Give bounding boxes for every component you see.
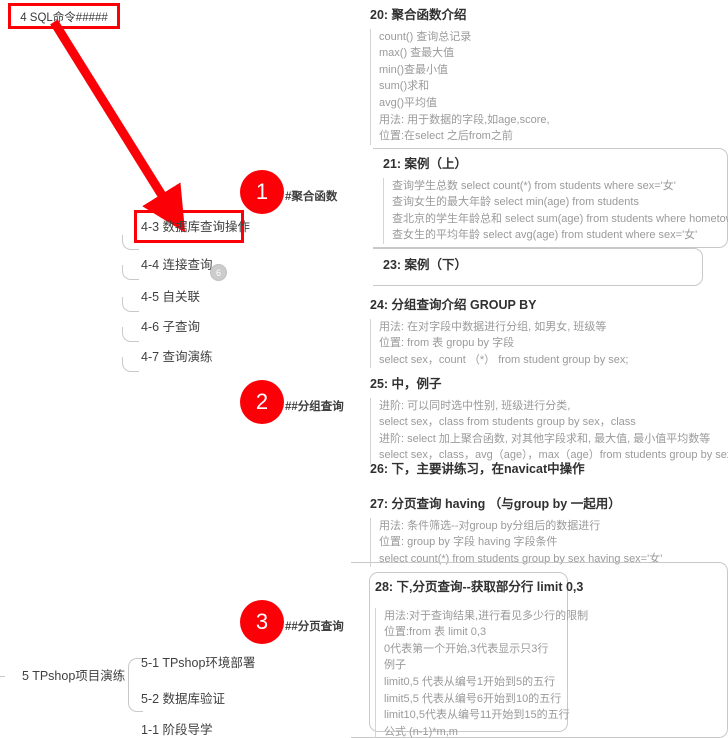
topic-23-box <box>373 248 703 286</box>
sidebar-item-4-3[interactable]: 4-3 数据库查询操作 <box>141 220 251 234</box>
topic-21-line: 查女生的平均年龄 select avg(age) from student wh… <box>392 229 698 242</box>
bottom-children-bracket <box>128 658 143 712</box>
sidebar-item-4-6[interactable]: 4-6 子查询 <box>141 320 201 334</box>
topic-27-title: 27: 分页查询 having （与group by 一起用） <box>370 497 621 511</box>
topic-28-body: 用法:对于查询结果,进行看见多少行的限制 位置:from 表 limit 0,3… <box>375 607 589 738</box>
topic-21-line: 查北京的学生年龄总和 select sum(age) from students… <box>392 212 728 225</box>
sidebar-trunk <box>0 18 1 168</box>
sidebar-item-4-7[interactable]: 4-7 查询演练 <box>141 350 213 364</box>
topic-27-line: select count(*) from students group by s… <box>379 552 663 565</box>
topic-21-line: 查询学生总数 select count(*) from students whe… <box>392 179 676 192</box>
topic-24[interactable]: 24: 分组查询介绍 GROUP BY 用法: 在对字段中数据进行分组, 如男女… <box>370 298 629 369</box>
bottom-child-5-1[interactable]: 5-1 TPshop环境部署 <box>141 656 256 670</box>
bottom-project-corner-left <box>0 676 5 693</box>
branch-label-1[interactable]: #聚合函数 <box>285 191 338 203</box>
topic-20-line: 用法: 用于数据的字段,如age,score, <box>379 113 550 126</box>
sidebar-item-4-4[interactable]: 4-4 连接查询 <box>141 258 213 272</box>
branch-spine <box>0 173 1 738</box>
topic-21-title: 21: 案例（上） <box>383 157 468 171</box>
bottom-child-5-2[interactable]: 5-2 数据库验证 <box>141 692 226 706</box>
topic-27[interactable]: 27: 分页查询 having （与group by 一起用） 用法: 条件筛选… <box>370 497 663 568</box>
topic-26[interactable]: 26: 下，主要讲练习，在navicat中操作 <box>370 462 585 483</box>
topic-28-line: 用法:对于查询结果,进行看见多少行的限制 <box>384 609 589 622</box>
topic-25-line: 进阶: 可以同时选中性别, 班级进行分类, <box>379 399 571 412</box>
topic-25-body: 进阶: 可以同时选中性别, 班级进行分类, select sex，class f… <box>370 397 728 464</box>
topic-21[interactable]: 21: 案例（上） 查询学生总数 select count(*) from st… <box>383 157 728 244</box>
sidebar-corner-4-7 <box>122 357 139 372</box>
topic-24-line: select sex，count （*） from student group … <box>379 353 629 366</box>
topic-28-line: 例子 <box>384 659 406 672</box>
topic-28-title: 28: 下,分页查询--获取部分行 limit 0,3 <box>375 580 584 594</box>
branch-label-3[interactable]: ##分页查询 <box>285 621 344 633</box>
branch-label-2[interactable]: ##分组查询 <box>285 401 344 413</box>
collapse-toggle-4-4[interactable]: 6 <box>210 264 227 281</box>
topic-26-title: 26: 下，主要讲练习，在navicat中操作 <box>370 462 585 476</box>
topic-21-body: 查询学生总数 select count(*) from students whe… <box>383 177 728 244</box>
topic-24-line: 位置: from 表 gropu by 字段 <box>379 337 515 350</box>
topic-20-body: count() 查询总记录 max() 查最大值 min()查最小值 sum()… <box>370 28 550 145</box>
topic-20-line: sum()求和 <box>379 80 430 93</box>
topic-27-body: 用法: 条件筛选--对group by分组后的数据进行 位置: group by… <box>370 517 663 568</box>
bottom-node-project[interactable]: 5 TPshop项目演练 <box>22 669 126 683</box>
annotation-badge-3: 3 <box>240 600 284 644</box>
sidebar-corner-4-4 <box>122 265 139 280</box>
root-spine <box>0 0 1 18</box>
sidebar-corner-4-5 <box>122 297 139 312</box>
topic-20-line: 位置:在select 之后from之前 <box>379 130 513 143</box>
annotation-badge-1: 1 <box>240 170 284 214</box>
topic-28-line: limit5,5 代表从编号6开始到10的五行 <box>384 692 562 705</box>
sidebar-item-highlight <box>134 210 244 243</box>
topic-20-line: avg()平均值 <box>379 97 438 109</box>
topic-25[interactable]: 25: 中，例子 进阶: 可以同时选中性别, 班级进行分类, select se… <box>370 377 728 464</box>
topic-20-title: 20: 聚合函数介绍 <box>370 8 467 22</box>
topic-28-line: 0代表第一个开始,3代表显示只3行 <box>384 642 549 655</box>
topic-25-line: 进阶: select 加上聚合函数, 对其他字段求和, 最大值, 最小值平均数等 <box>379 432 711 445</box>
topic-28-line: 位置:from 表 limit 0,3 <box>384 626 487 639</box>
topic-20-line: min()查最小值 <box>379 63 449 76</box>
bottom-node-extra[interactable]: 1-1 阶段导学 <box>141 723 213 737</box>
annotation-badge-2: 2 <box>240 380 284 424</box>
root-title-label[interactable]: 4 SQL命令##### <box>20 12 108 24</box>
topic-25-title: 25: 中，例子 <box>370 377 442 391</box>
topic-27-line: 位置: group by 字段 having 字段条件 <box>379 536 558 549</box>
sidebar-item-4-5[interactable]: 4-5 自关联 <box>141 290 201 304</box>
topic-21-line: 查询女生的最大年龄 select min(age) from students <box>392 196 639 209</box>
topic-24-line: 用法: 在对字段中数据进行分组, 如男女, 班级等 <box>379 320 607 333</box>
topic-25-line: select sex，class from students group by … <box>379 416 636 429</box>
topic-28-line: limit0,5 代表从编号1开始到5的五行 <box>384 676 556 688</box>
topic-20-line: count() 查询总记录 <box>379 30 472 43</box>
topic-24-body: 用法: 在对字段中数据进行分组, 如男女, 班级等 位置: from 表 gro… <box>370 318 629 369</box>
sidebar-corner-4-6 <box>122 327 139 342</box>
topic-28-inner-box <box>369 572 568 732</box>
topic-28[interactable]: 28: 下,分页查询--获取部分行 limit 0,3 用法:对于查询结果,进行… <box>375 580 588 738</box>
topic-25-line: select sex，class，avg（age），max（age）from s… <box>379 449 728 462</box>
topic-24-title: 24: 分组查询介绍 GROUP BY <box>370 298 537 312</box>
topic-20-line: max() 查最大值 <box>379 47 455 60</box>
topic-23[interactable]: 23: 案例（下） <box>383 258 467 279</box>
sidebar-corner-4-3 <box>122 235 139 250</box>
topic-20[interactable]: 20: 聚合函数介绍 count() 查询总记录 max() 查最大值 min(… <box>370 8 550 145</box>
topic-28-line: 公式 (n-1)*m,m <box>384 725 458 738</box>
topic-27-line: 用法: 条件筛选--对group by分组后的数据进行 <box>379 519 601 532</box>
topic-28-line: limit10,5代表从编号11开始到15的五行 <box>384 709 570 722</box>
sidebar-underline-4-7 <box>0 172 72 173</box>
topic-23-title: 23: 案例（下） <box>383 258 468 272</box>
